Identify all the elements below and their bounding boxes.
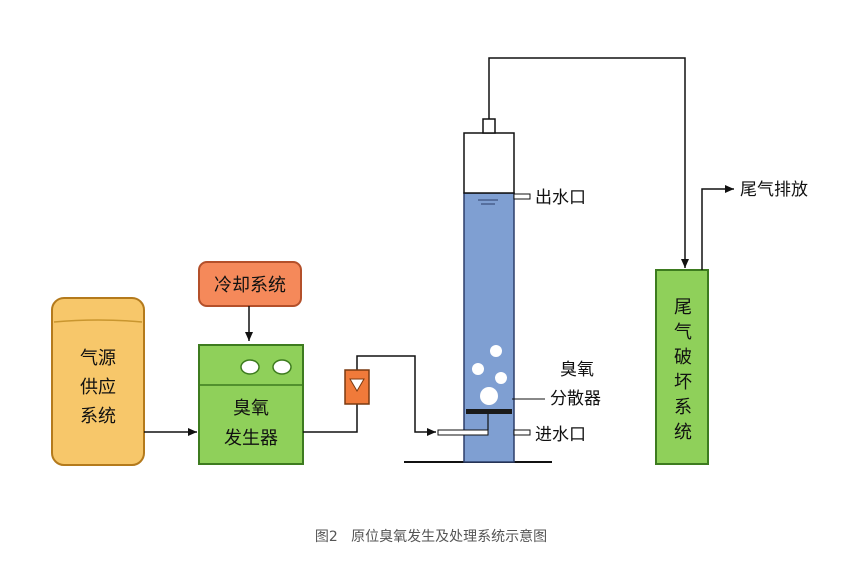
tail-label-1: 尾 (674, 297, 692, 318)
cooling-system: 冷却系统 (198, 261, 302, 307)
generator-label-1: 臭氧 (233, 398, 269, 419)
ozone-feed-pipe (303, 355, 436, 436)
cooling-system-label: 冷却系统 (214, 275, 286, 296)
bubble (490, 345, 502, 357)
generator-label-2: 发生器 (224, 428, 278, 449)
gas-supply-system: 气源 供应 系统 (51, 297, 145, 466)
bubble (472, 363, 484, 375)
bubble (480, 387, 498, 405)
tail-label-2: 气 (674, 322, 692, 343)
tail-gas-destruction-system: 尾 气 破 坏 系 统 (655, 269, 709, 465)
water-inlet-label: 进水口 (535, 425, 586, 445)
tail-gas-exhaust-label: 尾气排放 (740, 180, 808, 200)
generator-indicator-2 (272, 359, 292, 375)
tail-label-5: 系 (674, 397, 692, 418)
figure-caption: 图2 原位臭氧发生及处理系统示意图 (315, 528, 547, 545)
gas-supply-label-3: 系统 (80, 406, 116, 427)
check-valve (344, 369, 370, 405)
water-outlet-label: 出水口 (535, 188, 586, 208)
tail-gas-pipe (488, 57, 689, 268)
gas-supply-label-2: 供应 (80, 377, 116, 398)
tail-label-3: 破 (674, 347, 692, 368)
tail-label-6: 统 (674, 422, 692, 443)
ozone-generator: 臭氧 发生器 (198, 344, 304, 465)
bubble (495, 372, 507, 384)
ozone-diffuser-plate (466, 409, 512, 414)
generator-indicator-1 (240, 359, 260, 375)
gas-supply-label-1: 气源 (80, 348, 116, 369)
diffuser-label-1: 臭氧 (560, 360, 594, 380)
tail-label-4: 坏 (674, 372, 692, 393)
diffuser-label-2: 分散器 (550, 389, 601, 409)
exhaust-pipe (701, 185, 734, 270)
reactor-column (437, 118, 531, 463)
